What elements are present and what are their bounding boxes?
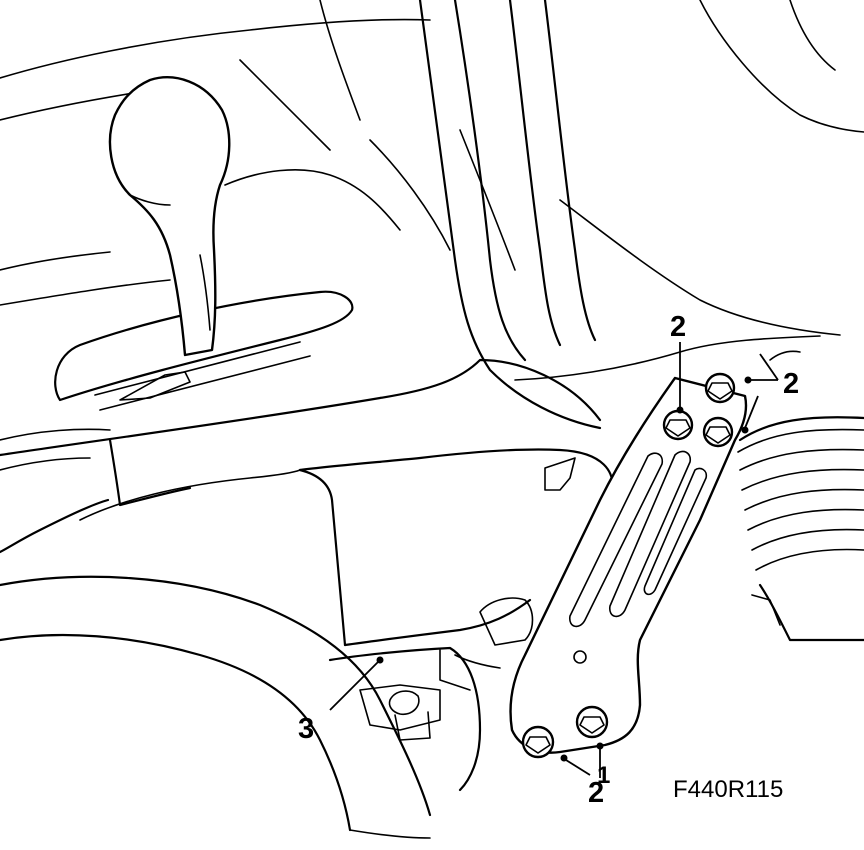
mounting-bracket <box>509 376 748 754</box>
callout-2-top: 2 <box>670 311 686 343</box>
callout-2-right: 2 <box>783 368 799 400</box>
bolt-top-right-upper <box>704 372 736 404</box>
figure-code: F440R115 <box>673 776 783 803</box>
bolt-top-right-lower <box>702 416 734 448</box>
callout-2-bottom: 2 <box>588 777 604 809</box>
callout-1: 1 <box>597 762 610 789</box>
gear-lever-knob <box>108 76 231 357</box>
bolt-bottom-left <box>521 725 555 759</box>
front-seat <box>0 575 432 839</box>
console-side-trim <box>418 0 602 430</box>
bolt-top-left <box>662 409 694 441</box>
lower-mechanism <box>328 597 534 792</box>
leader-lines <box>329 342 779 778</box>
background-interior <box>0 0 864 471</box>
shifter-bellows <box>737 350 864 642</box>
console-tray <box>0 290 602 554</box>
bolt-bottom-right <box>575 705 609 739</box>
bolts <box>521 372 736 759</box>
callout-3: 3 <box>298 713 314 745</box>
